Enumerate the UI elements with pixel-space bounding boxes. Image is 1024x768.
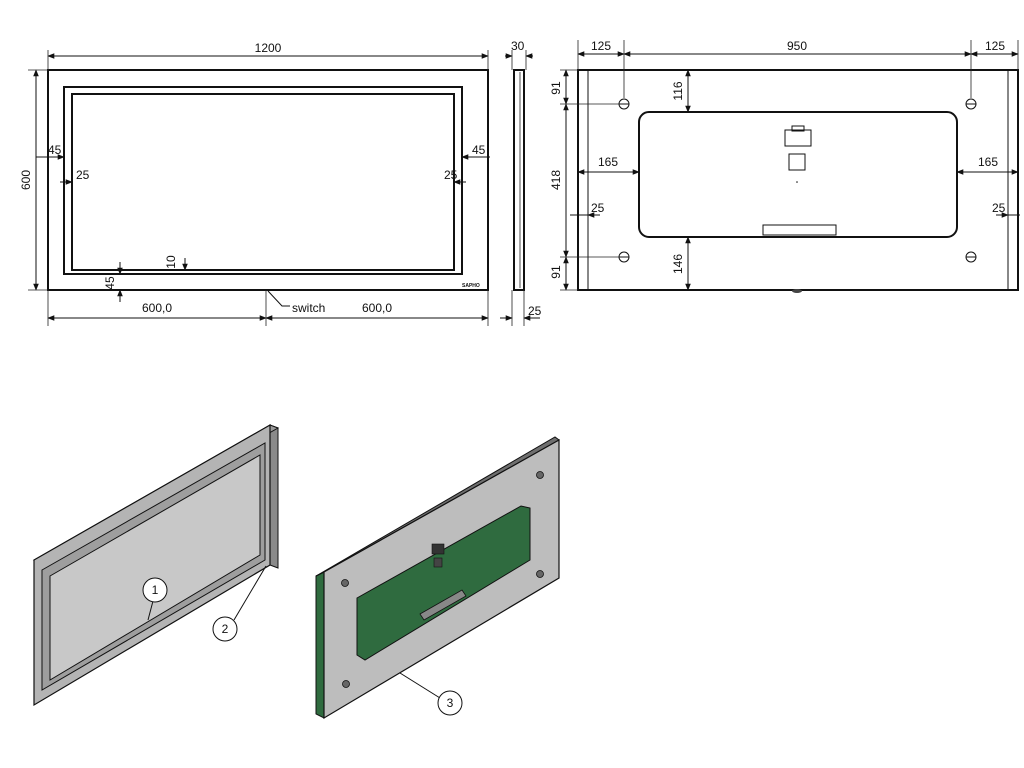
dim-depth-bottom: 25 (528, 304, 542, 318)
dim-cutout-left: 165 (598, 155, 618, 169)
back-view: 125 950 125 91 418 91 116 146 165 165 25… (549, 39, 1020, 293)
iso-front-view: 1 2 (32, 423, 280, 707)
dim-edge-right: 25 (992, 201, 1006, 215)
mirror-outline (47, 69, 489, 291)
dim-depth-top: 30 (511, 39, 525, 53)
dim-back-middle: 950 (787, 39, 807, 53)
iso-front-glass (49, 454, 261, 681)
callout-2: 2 (222, 622, 229, 636)
dim-bottom-hole: 91 (549, 265, 563, 279)
iso-back-view: 3 (315, 436, 560, 720)
mounting-hole-bottom-left (618, 251, 630, 263)
dim-half-left: 600,0 (142, 301, 172, 315)
brand-logo: SAPHO (462, 283, 480, 289)
dim-bottom-strip: 10 (164, 255, 178, 269)
callout-3: 3 (447, 696, 454, 710)
dim-back-right: 125 (985, 39, 1005, 53)
led-frame-inner (71, 93, 455, 271)
dim-width: 1200 (255, 41, 282, 55)
mounting-hole-top-left (618, 98, 630, 110)
dim-height: 600 (19, 170, 33, 190)
dim-mid-height: 418 (549, 170, 563, 190)
dim-cutout-top: 116 (671, 81, 685, 100)
dim-half-right: 600,0 (362, 301, 392, 315)
front-view: 1200 600 45 45 25 25 10 45 SAPHO 600,0 6… (19, 41, 490, 326)
mounting-hole-top-right (965, 98, 977, 110)
back-outline (577, 69, 1019, 291)
dim-cutout-bottom: 146 (671, 254, 685, 274)
iso-front-edge (269, 424, 279, 569)
dim-bottom-margin: 45 (103, 276, 117, 290)
callout-1: 1 (152, 583, 159, 597)
dim-edge-left: 25 (591, 201, 605, 215)
mounting-hole-bottom-right (965, 251, 977, 263)
led-frame-outer (63, 86, 463, 275)
dim-cutout-right: 165 (978, 155, 998, 169)
power-connector (784, 125, 812, 183)
dim-inner-right: 25 (444, 168, 458, 182)
dim-side-right: 45 (472, 143, 486, 157)
side-profile (513, 69, 525, 291)
dim-side-left: 45 (48, 143, 62, 157)
iso-back-pcb (356, 505, 531, 661)
switch-label: switch (292, 301, 325, 315)
dim-top-hole: 91 (549, 81, 563, 95)
driver-bar (762, 224, 837, 236)
dim-inner-left: 25 (76, 168, 90, 182)
side-view: 30 25 (500, 39, 542, 326)
iso-back-edge (315, 571, 325, 719)
dim-back-left: 125 (591, 39, 611, 53)
